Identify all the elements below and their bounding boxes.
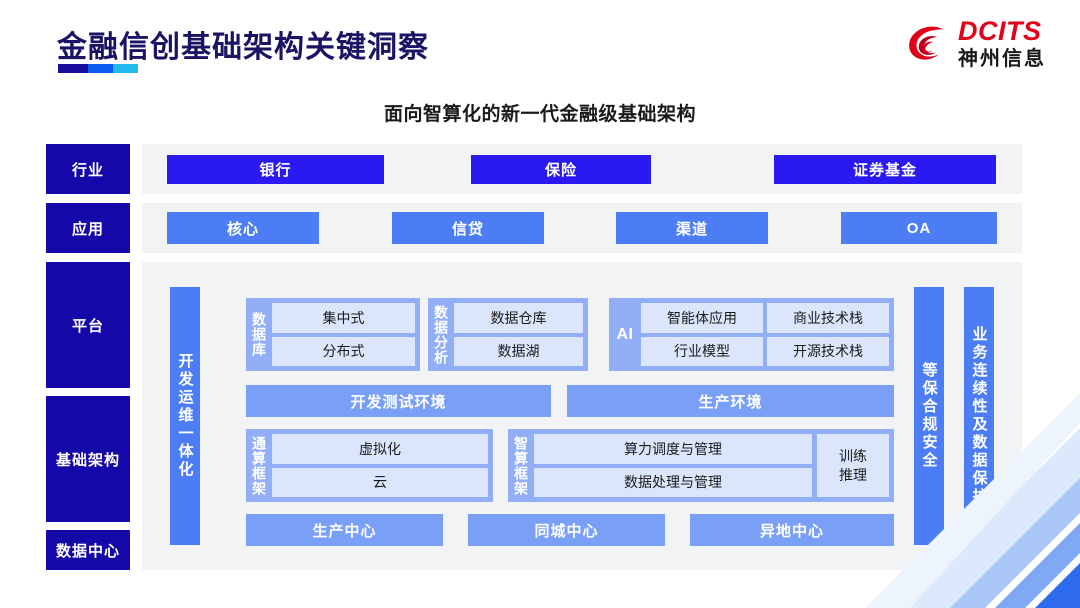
- band-remote-center[interactable]: 异地中心: [690, 514, 894, 546]
- group-data-analytics: 数据分析 数据仓库 数据湖: [428, 298, 588, 371]
- industry-panel: 银行 保险 证券基金: [142, 144, 1022, 194]
- page-title: 金融信创基础架构关键洞察: [57, 31, 429, 64]
- platform-infrastructure-panel: 开发运维一体化 等保合规安全 业务连续性及数据保护 数据库 集中式 分布式 数据…: [142, 262, 1022, 570]
- cell-data-lake[interactable]: 数据湖: [454, 336, 583, 366]
- logo-wordmark: DCITS 神州信息: [958, 16, 1046, 70]
- group-body-data-analytics: 数据仓库 数据湖: [454, 298, 588, 371]
- accent-segment-1: [58, 64, 88, 73]
- cell-centralized[interactable]: 集中式: [272, 303, 415, 333]
- group-tag-database: 数据库: [251, 312, 267, 357]
- cell-commercial-tech-stack[interactable]: 商业技术栈: [767, 303, 889, 333]
- group-body-general-compute: 虚拟化 云: [272, 429, 493, 502]
- group-tag-general-compute: 通算框架: [251, 435, 267, 496]
- industry-chip-securities-funds[interactable]: 证券基金: [774, 155, 996, 184]
- accent-segment-3: [113, 64, 138, 73]
- group-body-ai: 智能体应用 行业模型 商业技术栈 开源技术栈: [641, 298, 894, 371]
- vbar-business-continuity-data-protection[interactable]: 业务连续性及数据保护: [964, 287, 994, 545]
- title-accent-rule: [58, 64, 138, 73]
- cell-compute-scheduling-management[interactable]: 算力调度与管理: [534, 434, 812, 464]
- page-subtitle: 面向智算化的新一代金融级基础架构: [383, 104, 696, 125]
- band-production-center[interactable]: 生产中心: [246, 514, 443, 546]
- logo-text-en: DCITS: [958, 16, 1042, 46]
- cell-virtualization[interactable]: 虚拟化: [272, 434, 488, 464]
- cell-distributed[interactable]: 分布式: [272, 336, 415, 366]
- band-production-environment[interactable]: 生产环境: [567, 385, 894, 417]
- logo-text-cn: 神州信息: [958, 48, 1046, 70]
- ai-column-1: 智能体应用 行业模型: [641, 303, 763, 366]
- cell-training-inference[interactable]: 训练 推理: [817, 434, 889, 497]
- group-ai: AI 智能体应用 行业模型 商业技术栈 开源技术栈: [609, 298, 894, 371]
- group-general-compute-framework: 通算框架 虚拟化 云: [246, 429, 493, 502]
- group-body-database: 集中式 分布式: [272, 298, 420, 371]
- group-database: 数据库 集中式 分布式: [246, 298, 420, 371]
- cell-agent-application[interactable]: 智能体应用: [641, 303, 763, 333]
- label-training: 训练: [839, 447, 867, 464]
- cell-industry-model[interactable]: 行业模型: [641, 336, 763, 366]
- label-inference: 推理: [839, 466, 867, 483]
- training-inference-stack: 训练 推理: [839, 447, 867, 485]
- cell-cloud[interactable]: 云: [272, 467, 488, 497]
- industry-chip-insurance[interactable]: 保险: [471, 155, 651, 184]
- application-chip-core[interactable]: 核心: [167, 212, 319, 244]
- band-dev-test-environment[interactable]: 开发测试环境: [246, 385, 551, 417]
- group-tag-intelligent-compute: 智算框架: [513, 435, 529, 496]
- group-body-intelligent-compute: 算力调度与管理 数据处理与管理: [534, 429, 817, 502]
- band-same-city-center[interactable]: 同城中心: [468, 514, 665, 546]
- group-tag-ai: AI: [616, 325, 634, 343]
- application-chip-channel[interactable]: 渠道: [616, 212, 768, 244]
- cell-opensource-tech-stack[interactable]: 开源技术栈: [767, 336, 889, 366]
- application-chip-oa[interactable]: OA: [841, 212, 997, 244]
- industry-chip-bank[interactable]: 银行: [167, 155, 384, 184]
- group-intelligent-compute-framework: 智算框架 算力调度与管理 数据处理与管理 训练 推理: [508, 429, 894, 502]
- application-panel: 核心 信贷 渠道 OA: [142, 203, 1022, 253]
- vbar-compliance-security[interactable]: 等保合规安全: [914, 287, 944, 545]
- row-label-application: 应用: [46, 203, 130, 253]
- company-logo: DCITS 神州信息: [904, 18, 1046, 69]
- cell-data-warehouse[interactable]: 数据仓库: [454, 303, 583, 333]
- dcits-swirl-icon: [904, 20, 951, 68]
- application-chip-credit[interactable]: 信贷: [392, 212, 544, 244]
- row-label-infrastructure: 基础架构: [46, 396, 130, 522]
- row-label-industry: 行业: [46, 144, 130, 194]
- vbar-devops-integration[interactable]: 开发运维一体化: [170, 287, 200, 545]
- row-label-platform: 平台: [46, 262, 130, 388]
- cell-data-processing-management[interactable]: 数据处理与管理: [534, 467, 812, 497]
- group-tag-data-analytics: 数据分析: [433, 304, 449, 365]
- row-label-datacenter: 数据中心: [46, 530, 130, 570]
- ai-column-2: 商业技术栈 开源技术栈: [767, 303, 889, 366]
- accent-segment-2: [88, 64, 113, 73]
